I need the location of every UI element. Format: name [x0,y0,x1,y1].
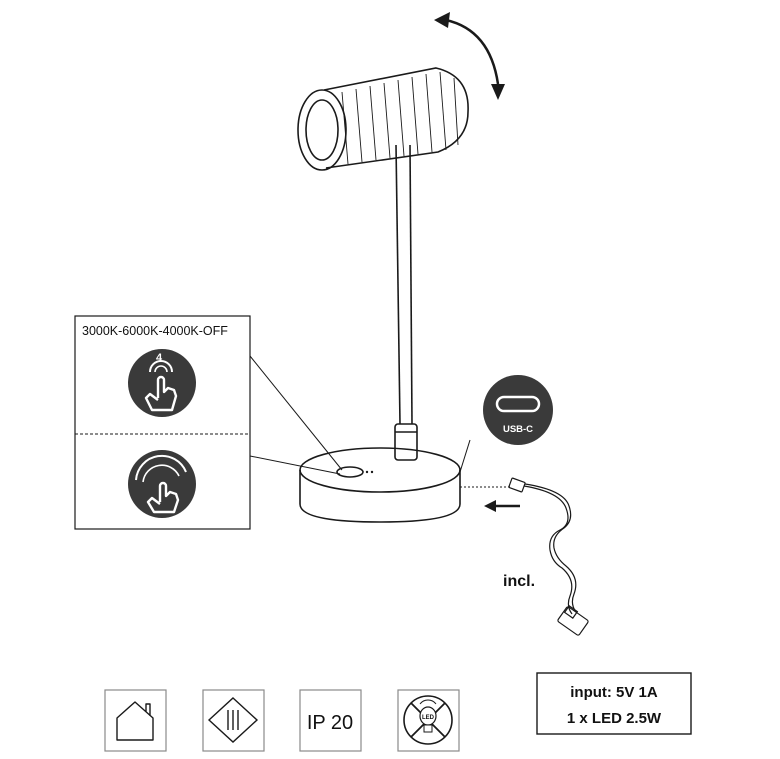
touch-button[interactable] [336,466,374,478]
touch-info-panel: 3000K-6000K-4000K-OFF 4 [74,315,251,530]
lamp-stem [394,144,418,461]
ip-rating-text: IP 20 [307,712,353,734]
color-sequence-label: 3000K-6000K-4000K-OFF [82,324,228,338]
spec-input: input: 5V 1A [570,684,658,701]
usb-cable [508,477,589,636]
lamp-head [297,67,469,171]
leader-lines [249,355,343,475]
tap-four-times-icon: 4 [128,349,196,417]
led-mark: LED [422,715,435,721]
ip-rating-icon: IP 20 [299,689,362,752]
tap-count: 4 [156,352,163,364]
class-iii-icon [202,689,265,752]
spec-box: input: 5V 1A 1 x LED 2.5W [536,672,692,735]
usb-c-badge: USB-C [459,375,553,473]
rotation-arrow [434,12,505,100]
lamp-base [299,447,461,523]
spec-led: 1 x LED 2.5W [567,710,662,727]
non-replaceable-led-icon: LED [397,689,460,752]
included-label: incl. [503,573,535,590]
insert-arrow [484,500,520,512]
usb-c-label: USB-C [503,424,533,435]
touch-hold-icon [128,450,196,518]
usb-c-port-icon [495,395,541,413]
indoor-use-icon [104,689,167,752]
